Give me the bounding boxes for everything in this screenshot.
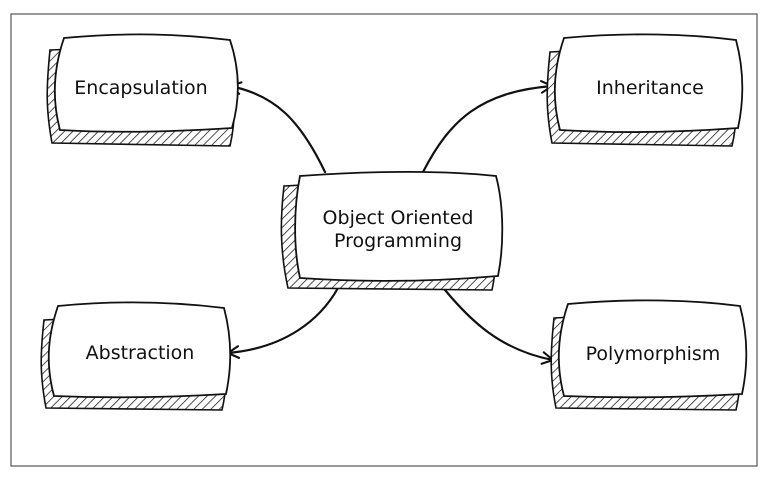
connectors <box>226 80 555 365</box>
connector-inheritance <box>421 80 554 174</box>
connector-abstraction <box>226 286 340 359</box>
node-label-inheritance: Inheritance <box>596 77 704 99</box>
node-center: Object Oriented Programming <box>280 170 504 291</box>
center-label-line2: Programming <box>334 230 462 252</box>
node-inheritance: Inheritance <box>546 33 744 147</box>
center-label-line1: Object Oriented <box>323 207 474 229</box>
node-encapsulation: Encapsulation <box>46 33 239 147</box>
node-abstraction: Abstraction <box>40 301 232 411</box>
node-box <box>53 33 239 133</box>
center-box <box>294 170 504 282</box>
node-box <box>553 33 744 133</box>
node-box <box>47 301 232 399</box>
node-polymorphism: Polymorphism <box>550 299 748 411</box>
node-box <box>557 299 748 399</box>
connector-polymorphism <box>443 288 555 365</box>
node-label-encapsulation: Encapsulation <box>74 77 207 99</box>
connector-encapsulation <box>228 81 327 174</box>
node-label-abstraction: Abstraction <box>86 342 195 364</box>
node-label-polymorphism: Polymorphism <box>586 343 721 365</box>
